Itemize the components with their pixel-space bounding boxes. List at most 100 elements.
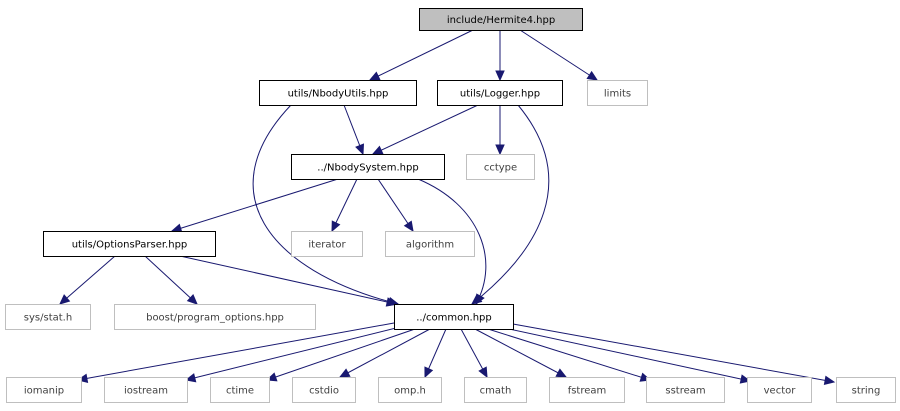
- edge-optionsparser-to-sysstat: [59, 255, 116, 305]
- arrowhead-icon: [823, 375, 836, 386]
- node-box: [5, 304, 91, 330]
- node-box: [549, 377, 625, 403]
- nodes-layer: include/Hermite4.hpp utils/NbodyUtils.hpp…: [5, 8, 896, 403]
- edge-common-to-iostream: [184, 326, 401, 383]
- node-label: utils/NbodyUtils.hpp: [288, 89, 389, 100]
- edge-line: [252, 104, 399, 305]
- node-iterator: iterator: [291, 231, 363, 257]
- edges-layer: [59, 29, 836, 386]
- node-boostpo: boost/program_options.hpp: [114, 304, 316, 330]
- node-cstdio: cstdio: [292, 377, 356, 403]
- edge-common-to-omp: [424, 328, 447, 379]
- edge-line: [471, 104, 550, 305]
- node-box: [646, 377, 725, 403]
- node-label: sys/stat.h: [24, 313, 72, 324]
- edge-hermite4-to-nbodyutils: [368, 29, 474, 81]
- arrowhead-icon: [59, 294, 71, 305]
- arrowhead-icon: [184, 373, 197, 383]
- node-label: cstdio: [309, 386, 339, 397]
- node-box: [378, 377, 442, 403]
- arrowhead-icon: [424, 366, 434, 379]
- node-omp: omp.h: [378, 377, 442, 403]
- node-label: boost/program_options.hpp: [146, 313, 284, 324]
- node-vector: vector: [747, 377, 812, 403]
- edge-common-to-sstream: [487, 328, 652, 382]
- arrowhead-icon: [371, 145, 384, 155]
- edge-logger-to-cctype: [495, 105, 505, 156]
- edge-line: [179, 255, 397, 305]
- edge-nbodyutils-to-common: [252, 104, 400, 307]
- arrowhead-icon: [586, 70, 599, 81]
- node-box: [210, 377, 270, 403]
- arrowhead-icon: [495, 70, 505, 82]
- node-label: utils/Logger.hpp: [460, 89, 540, 100]
- edge-common-to-cstdio: [338, 328, 431, 378]
- arrowhead-icon: [555, 368, 568, 378]
- node-cmath: cmath: [464, 377, 527, 403]
- node-iomanip: iomanip: [6, 377, 82, 403]
- edge-nbodysystem-to-algorithm: [377, 178, 414, 233]
- node-logger[interactable]: utils/Logger.hpp: [437, 80, 563, 106]
- node-box: [291, 231, 363, 257]
- node-box: [114, 304, 316, 330]
- edge-line: [417, 178, 487, 305]
- edge-logger-to-common: [471, 104, 550, 305]
- node-box: [259, 80, 417, 106]
- node-box: [104, 377, 188, 403]
- arrowhead-icon: [170, 223, 183, 233]
- node-iostream: iostream: [104, 377, 188, 403]
- edge-nbodysystem-to-iterator: [331, 178, 358, 233]
- arrowhead-icon: [403, 220, 414, 233]
- node-optionsparser[interactable]: utils/OptionsParser.hpp: [43, 231, 216, 257]
- node-label: ctime: [226, 386, 254, 397]
- node-box: [747, 377, 812, 403]
- edge-line: [77, 322, 395, 381]
- edge-common-to-fstream: [474, 328, 568, 378]
- edge-line: [372, 104, 479, 155]
- edge-line: [377, 178, 414, 232]
- edge-common-to-vector: [499, 326, 752, 384]
- edge-line: [185, 326, 401, 381]
- edge-hermite4-to-limits: [519, 29, 599, 81]
- edge-nbodysystem-to-common: [417, 178, 487, 306]
- node-box: [43, 231, 216, 257]
- arrowhead-icon: [475, 293, 485, 306]
- node-nbodysystem[interactable]: ../NbodySystem.hpp: [291, 154, 445, 180]
- arrowhead-icon: [331, 220, 341, 233]
- node-box: [291, 154, 445, 180]
- node-label: ../NbodySystem.hpp: [317, 163, 418, 174]
- node-label: iomanip: [24, 386, 64, 397]
- node-label: string: [852, 386, 881, 397]
- node-hermite4[interactable]: include/Hermite4.hpp: [419, 8, 583, 31]
- node-box: [466, 154, 535, 180]
- node-ctime: ctime: [210, 377, 270, 403]
- arrowhead-icon: [355, 143, 365, 156]
- node-label: fstream: [568, 386, 607, 397]
- node-algorithm: algorithm: [385, 231, 475, 257]
- arrowhead-icon: [478, 366, 488, 379]
- node-label: cmath: [480, 386, 512, 397]
- node-cctype: cctype: [466, 154, 535, 180]
- node-label: include/Hermite4.hpp: [447, 15, 555, 26]
- node-sstream: sstream: [646, 377, 725, 403]
- edge-line: [266, 328, 416, 381]
- node-label: algorithm: [406, 240, 454, 251]
- edge-optionsparser-to-common: [179, 255, 398, 307]
- edge-line: [171, 178, 339, 232]
- edge-line: [369, 29, 474, 81]
- node-nbodyutils[interactable]: utils/NbodyUtils.hpp: [259, 80, 417, 106]
- node-label: omp.h: [394, 386, 426, 397]
- edge-logger-to-nbodysystem: [371, 104, 479, 155]
- node-box: [385, 231, 475, 257]
- node-label: iterator: [308, 240, 346, 251]
- node-label: sstream: [665, 386, 705, 397]
- node-box: [464, 377, 527, 403]
- node-label: vector: [764, 386, 797, 397]
- node-box: [292, 377, 356, 403]
- arrowhead-icon: [495, 144, 505, 156]
- node-label: ../common.hpp: [416, 313, 492, 324]
- node-common[interactable]: ../common.hpp: [394, 304, 514, 330]
- node-string: string: [836, 377, 896, 403]
- node-box: [836, 377, 896, 403]
